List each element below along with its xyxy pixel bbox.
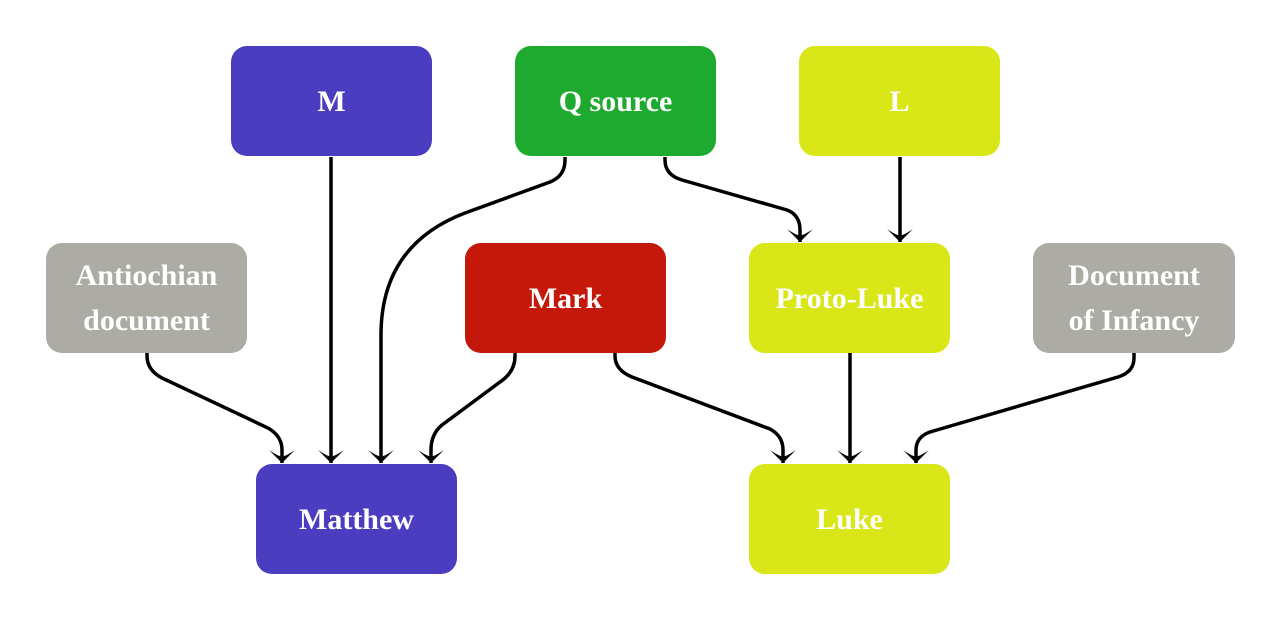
node-mark: Mark: [465, 243, 666, 353]
node-label: Mark: [528, 281, 603, 315]
edge-q-matthew: [368, 157, 567, 463]
node-label: Proto-Luke: [775, 281, 924, 315]
node-label: Document of Infancy: [1068, 259, 1200, 337]
node-label: Q source: [558, 84, 673, 118]
edge-q-protoluke: [663, 157, 813, 242]
node-antiochian-document: Antiochian document: [46, 243, 247, 353]
node-label: M: [317, 84, 346, 118]
node-q-source: Q source: [515, 46, 716, 156]
edge-infancy-luke: [903, 353, 1136, 463]
node-label: Antiochian document: [75, 259, 218, 337]
node-luke: Luke: [749, 464, 950, 574]
edge-antiochian-matthew: [145, 353, 295, 463]
node-document-of-infancy: Document of Infancy: [1033, 243, 1235, 353]
edge-mark-luke: [613, 353, 796, 463]
node-l: L: [799, 46, 1000, 156]
node-label: Matthew: [299, 502, 414, 536]
node-m: M: [231, 46, 432, 156]
node-proto-luke: Proto-Luke: [749, 243, 950, 353]
node-matthew: Matthew: [256, 464, 457, 574]
edge-mark-matthew: [418, 353, 517, 463]
node-label: Luke: [816, 502, 883, 536]
node-label: L: [889, 84, 910, 118]
